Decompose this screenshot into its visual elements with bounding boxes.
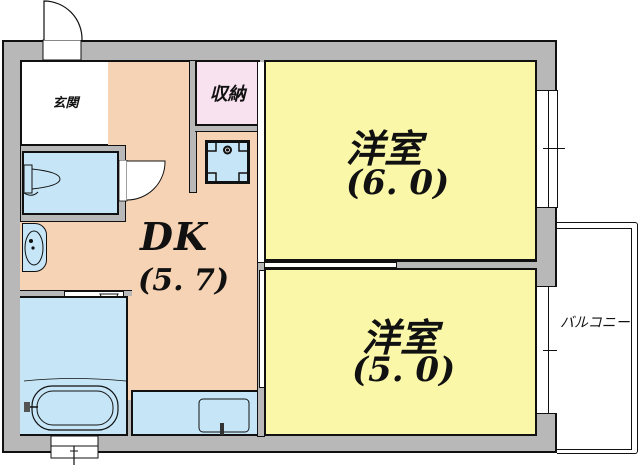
- western-1-label: 洋室: [346, 126, 423, 171]
- western-2-size: (5. 0): [352, 350, 456, 390]
- storage-bottom-wall: [195, 125, 260, 132]
- room1-window: [536, 90, 558, 208]
- room1-window-mark: [543, 148, 565, 149]
- dk-label: DK: [140, 214, 208, 259]
- bathtub-icon: [23, 378, 126, 431]
- storage-label: 収納: [209, 84, 246, 105]
- kitchen-sink-icon: [198, 398, 250, 435]
- washing-machine-pan: [205, 140, 250, 184]
- toilet-icon: [23, 164, 61, 196]
- kitchen-counter: [131, 390, 259, 436]
- room2-window-mark: [543, 350, 565, 351]
- balcony-label: バルコニー: [560, 315, 630, 331]
- entrance-label: 玄関: [52, 96, 79, 111]
- balcony-inner-rail: [557, 228, 632, 450]
- dk-size: (5. 7): [138, 263, 230, 298]
- western-1-size: (6. 0): [346, 163, 450, 203]
- entrance-door-icon: [42, 0, 83, 61]
- room-western-2: [264, 268, 537, 436]
- washing-machine-icon: [208, 143, 247, 181]
- western-2-label: 洋室: [362, 315, 439, 360]
- bathroom-window-icon: [50, 435, 99, 465]
- room1-window-frame: [548, 90, 549, 208]
- toilet-door-icon: [119, 160, 166, 202]
- room-western-1: [264, 60, 537, 261]
- washbasin-icon: [24, 230, 44, 266]
- room-entrance: 玄関: [20, 60, 111, 146]
- western-rooms-sliding-door: [264, 262, 397, 268]
- room-storage: 収納: [195, 60, 260, 126]
- room-dk-bottom: [128, 290, 260, 400]
- balcony: [557, 222, 638, 454]
